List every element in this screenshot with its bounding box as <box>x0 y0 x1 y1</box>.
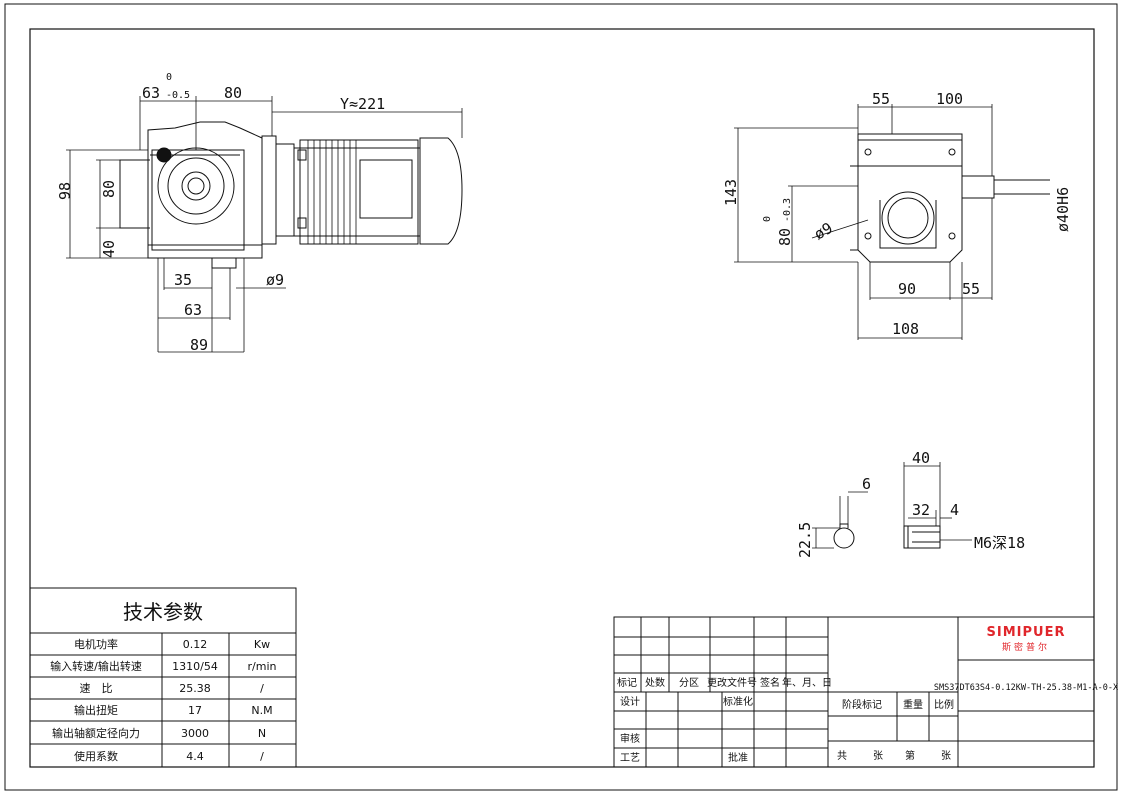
thread-label: M6深18 <box>974 534 1025 552</box>
dim-tol-bottom: -0.5 <box>166 90 190 101</box>
key-detail-labels: 6 22.5 40 32 4 M6深18 <box>796 449 1025 558</box>
dim-80: 80 <box>224 84 242 102</box>
tech-table <box>29 587 297 768</box>
lbl-sheet: 张 <box>941 750 951 762</box>
lbl-standardize: 标准化 <box>723 695 753 708</box>
dim-100: 100 <box>936 90 963 108</box>
row-4-unit: N <box>258 727 266 740</box>
dim-108: 108 <box>892 320 919 338</box>
lbl-weight: 重量 <box>903 698 923 711</box>
row-5-value: 4.4 <box>186 750 204 763</box>
row-0-value: 0.12 <box>183 638 208 651</box>
dim-55: 55 <box>872 90 890 108</box>
title-block <box>613 616 1095 768</box>
row-2-unit: / <box>260 682 264 695</box>
dim-55-bottom: 55 <box>962 280 980 298</box>
hdr-change-doc: 更改文件号 <box>707 676 757 689</box>
outer-border <box>4 3 1118 791</box>
dim-63: 63 <box>142 84 160 102</box>
hdr-count: 处数 <box>645 676 665 689</box>
row-1-value: 1310/54 <box>172 660 218 673</box>
lbl-process: 工艺 <box>620 752 640 764</box>
model-number: SMS37DT63S4-0.12KW-TH-25.38-M1-A-0-X <box>934 683 1119 693</box>
tech-table-title: 技术参数 <box>123 600 203 624</box>
lbl-total: 共 <box>837 750 847 762</box>
key-detail <box>812 462 972 549</box>
dim-90: 90 <box>898 280 916 298</box>
lbl-scale: 比例 <box>934 698 954 711</box>
dim-y: Y≈221 <box>340 95 385 113</box>
row-3-unit: N.M <box>251 704 272 717</box>
dim-phi9-right: ø9 <box>811 219 836 244</box>
title-block-text: 标记 处数 分区 更改文件号 签名 年、月、日 设计 标准化 审核 工艺 批准 … <box>617 625 1119 764</box>
brand-logo-text: SIMIPUER <box>987 625 1066 640</box>
left-view <box>66 96 463 353</box>
hdr-zone: 分区 <box>679 677 699 689</box>
dim-80-right: 80 <box>776 228 794 246</box>
row-0-label: 电机功率 <box>74 637 118 651</box>
row-1-label: 输入转速/输出转速 <box>50 659 142 673</box>
hdr-mark: 标记 <box>617 677 637 689</box>
dim-40-detail: 40 <box>912 449 930 467</box>
row-3-label: 输出扭矩 <box>74 703 118 717</box>
left-view-labels: 0 63 -0.5 80 Y≈221 98 80 40 35 63 89 ø9 <box>56 72 385 354</box>
tech-table-text: 技术参数 电机功率 0.12 Kw 输入转速/输出转速 1310/54 r/mi… <box>50 600 276 763</box>
dim-22-5: 22.5 <box>796 522 814 558</box>
dim-shaft-diameter: ø40H6 <box>1054 187 1072 232</box>
row-4-value: 3000 <box>181 727 209 740</box>
dim-tol-top: 0 <box>166 72 172 83</box>
lbl-sheets: 张 <box>873 750 883 762</box>
lbl-design: 设计 <box>620 695 640 708</box>
dim-89: 89 <box>190 336 208 354</box>
dim-tol-bottom-right: -0.3 <box>782 198 793 222</box>
inner-border <box>29 28 1095 768</box>
dim-32: 32 <box>912 501 930 519</box>
lbl-review: 审核 <box>620 732 640 745</box>
row-1-unit: r/min <box>248 660 277 673</box>
dim-phi9: ø9 <box>266 271 284 289</box>
brand-cn-text: 斯密普尔 <box>1002 641 1050 653</box>
row-5-unit: / <box>260 750 264 763</box>
row-5-label: 使用系数 <box>74 750 118 763</box>
dim-80-vertical: 80 <box>100 180 118 198</box>
dim-35: 35 <box>174 271 192 289</box>
hdr-sign: 签名 <box>760 676 780 689</box>
dim-143: 143 <box>722 179 740 206</box>
dim-6: 6 <box>862 475 871 493</box>
lbl-stage-mark: 阶段标记 <box>842 698 882 711</box>
row-3-value: 17 <box>188 704 202 717</box>
dim-98: 98 <box>56 182 74 200</box>
lbl-approve: 批准 <box>728 751 748 764</box>
dim-63-bottom: 63 <box>184 301 202 319</box>
dim-4: 4 <box>950 501 959 519</box>
hdr-date: 年、月、日 <box>782 676 832 689</box>
right-view <box>734 104 1050 340</box>
row-4-label: 输出轴额定径向力 <box>52 726 140 740</box>
lbl-no: 第 <box>905 749 915 762</box>
row-2-value: 25.38 <box>179 682 211 695</box>
right-view-labels: 55 100 143 0 80 -0.3 ø9 ø40H6 90 55 108 <box>722 90 1072 338</box>
dim-40: 40 <box>100 240 118 258</box>
dim-tol-top-right: 0 <box>762 216 773 222</box>
row-0-unit: Kw <box>254 638 270 651</box>
row-2-label: 速 比 <box>80 682 113 695</box>
